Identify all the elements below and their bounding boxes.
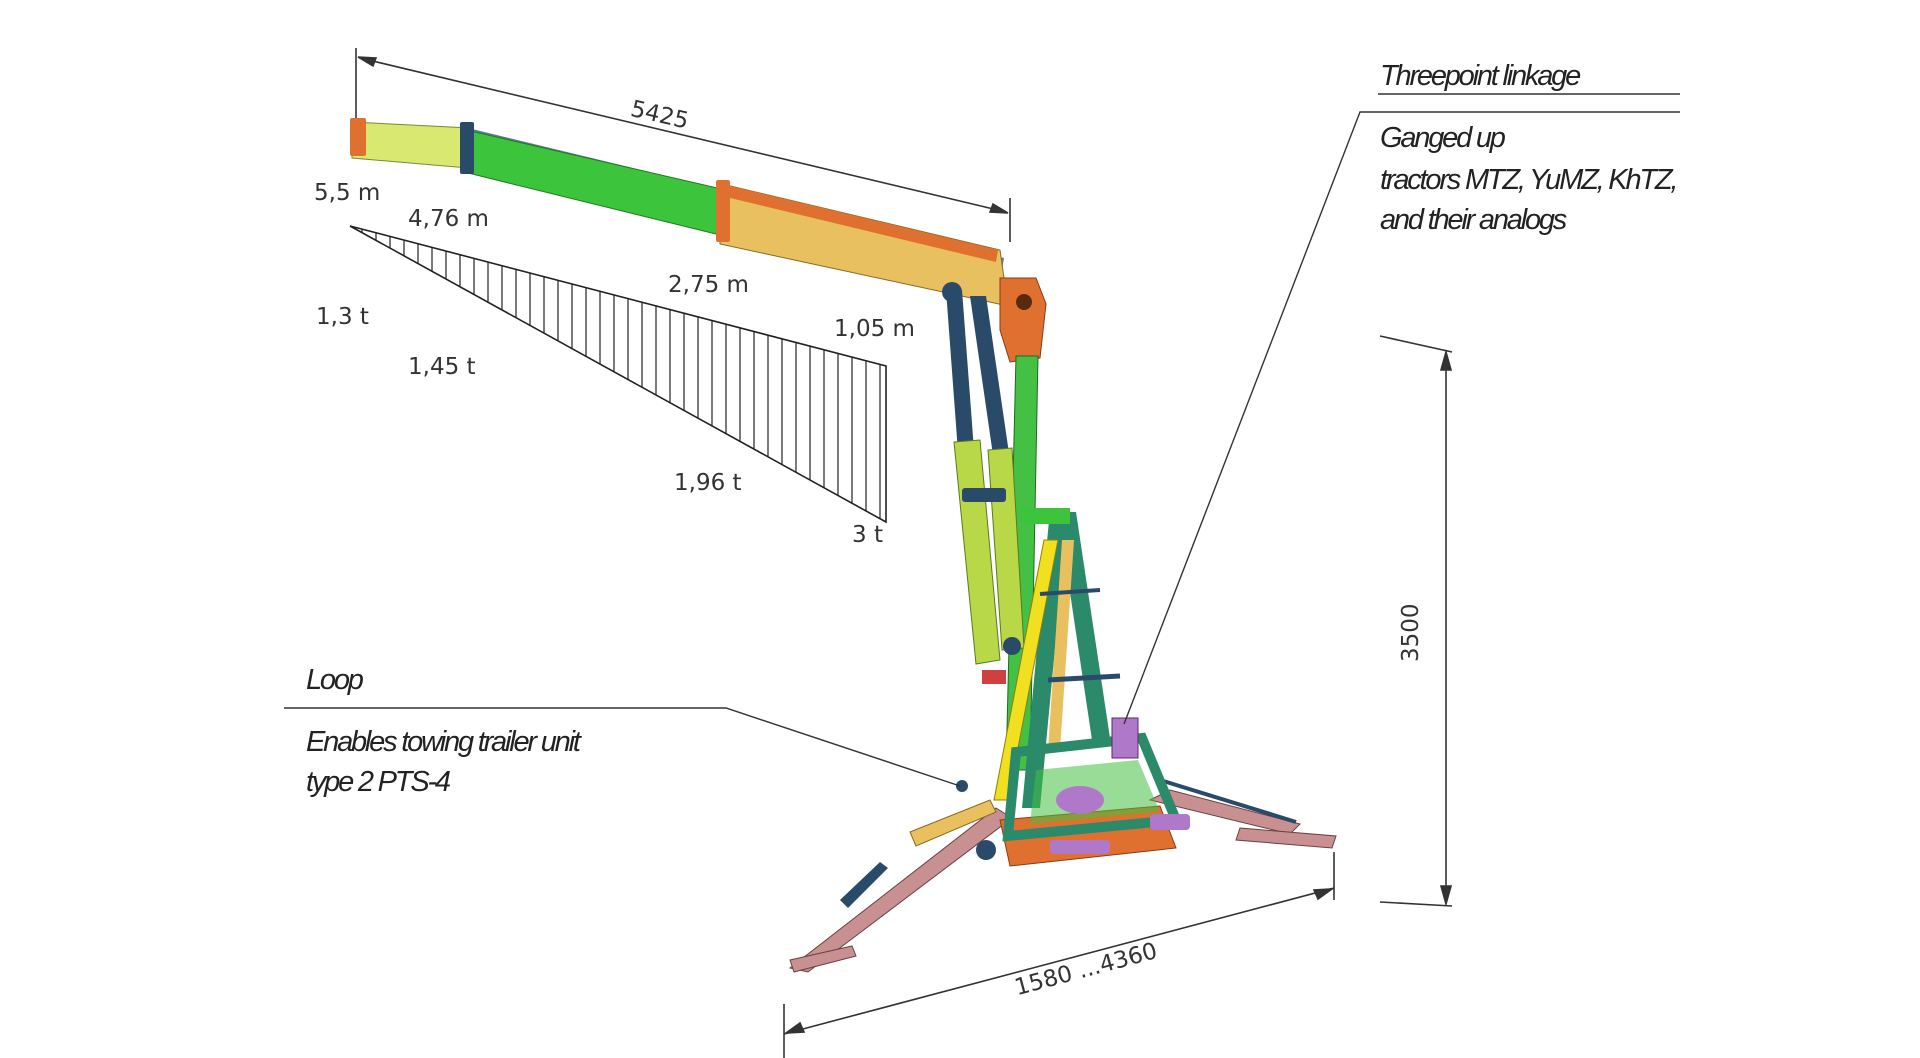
- linkage-callout-line-2: tractors MTZ, YuMZ, KhTZ,: [1380, 164, 1678, 196]
- loop-callout-lines: [284, 707, 961, 787]
- height-dimension: [1379, 335, 1453, 907]
- reach-load-4: 3 t: [852, 522, 883, 548]
- reach-radius-1: 5,5 m: [314, 180, 381, 206]
- loop-callout-line-2: type 2 PTS-4: [306, 766, 451, 798]
- loop-callout-line-1: Enables towing trailer unit: [306, 726, 581, 758]
- telescopic-boom: [350, 118, 1047, 363]
- height-label: 3500: [1398, 603, 1424, 662]
- linkage-callout-title: Threepoint linkage: [1380, 60, 1581, 92]
- load-chart-wedge: [349, 225, 887, 524]
- boom-length-dimension: [355, 48, 1011, 242]
- linkage-callout-lines: [1123, 93, 1680, 725]
- linkage-callout-line-1: Ganged up: [1380, 122, 1506, 154]
- reach-load-1: 1,3 t: [316, 304, 369, 330]
- crane-base: [788, 717, 1337, 973]
- lift-cylinders: [942, 282, 1025, 684]
- reach-radius-4: 1,05 m: [834, 316, 915, 342]
- reach-radius-3: 2,75 m: [668, 272, 749, 298]
- reach-load-2: 1,45 t: [408, 354, 476, 380]
- reach-radius-2: 4,76 m: [408, 206, 489, 232]
- a-frame: [993, 508, 1121, 808]
- reach-load-3: 1,96 t: [674, 470, 742, 496]
- loop-callout-title: Loop: [306, 664, 364, 696]
- base-span-dimension: [783, 852, 1335, 1058]
- linkage-callout-line-3: and their analogs: [1380, 204, 1567, 236]
